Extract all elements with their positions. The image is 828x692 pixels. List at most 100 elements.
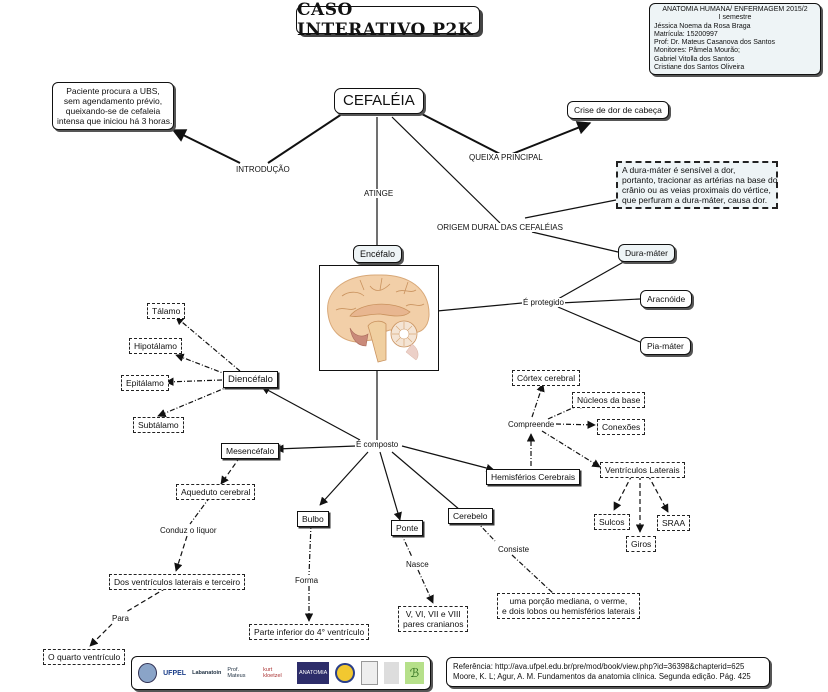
edge-aqueduto-conduz [189, 496, 211, 525]
node-diencefalo[interactable]: Diencéfalo [223, 371, 278, 388]
node-dura-mater[interactable]: Dura-máter [618, 244, 675, 262]
reference-line-1: Referência: http://ava.ufpel.edu.br/pre/… [453, 662, 745, 671]
link-para: Para [111, 614, 130, 623]
edge-brain-protegido [436, 302, 523, 312]
logo-labanatoin: Labanatoin [192, 670, 222, 676]
edge-compr-conexoes [555, 420, 596, 430]
edge-ponte-nasce [400, 532, 413, 558]
brain-image [319, 265, 439, 371]
node-dura-info[interactable]: A dura-máter é sensível a dor, portanto,… [616, 161, 778, 209]
node-conexoes[interactable]: Conexões [597, 419, 646, 435]
edge-cef-origem [391, 116, 501, 224]
node-cortex[interactable]: Córtex cerebral [512, 370, 581, 386]
node-porcao[interactable]: uma porção mediana, o verme, e dois lobo… [497, 593, 640, 619]
edge-vent-sulcos [613, 474, 633, 511]
paciente-line: sem agendamento prévio, [63, 96, 163, 106]
link-compreende: Compreende [507, 420, 556, 429]
edge-dienc-talamo [175, 316, 241, 372]
node-epitalamo[interactable]: Epitálamo [121, 375, 169, 391]
logo-educacao [360, 661, 378, 685]
node-quarto-ventriculo[interactable]: O quarto ventrículo [43, 649, 126, 665]
edge-cef-introducao [267, 111, 346, 164]
node-sulcos[interactable]: Sulcos [594, 514, 630, 530]
logo-ufpel: UFPEL [163, 669, 187, 677]
pares-line: V, VI, VII e VIII [405, 609, 461, 619]
dura-info-line: A dura-máter é sensível a dor, [622, 165, 736, 175]
node-aracnoide[interactable]: Aracnóide [640, 290, 693, 308]
logo-biologia: ℬ [404, 662, 424, 684]
info-line: Gabriel Vitolla dos Santos [654, 55, 735, 63]
node-dos-ventriculos[interactable]: Dos ventrículos laterais e terceiro [109, 574, 246, 590]
edge-compr-ventriculos [541, 430, 601, 468]
node-talamo[interactable]: Tálamo [147, 303, 186, 319]
edge-composto-mesencefalo [275, 444, 357, 453]
logo-prof-mateus: Prof. Mateus [227, 667, 246, 679]
edge-origem-durainfo [524, 199, 617, 219]
node-cerebelo[interactable]: Cerebelo [448, 508, 493, 524]
edge-bulbo-forma [308, 523, 312, 576]
node-sraa[interactable]: SRAA [657, 515, 691, 531]
link-composto: É composto [355, 440, 400, 449]
edge-consiste-porcao [511, 554, 556, 596]
node-pia-mater[interactable]: Pia-máter [640, 337, 691, 355]
link-atinge: ATINGE [363, 189, 395, 198]
link-conduz: Conduz o líquor [159, 526, 218, 535]
logo-cped-icon [335, 663, 355, 683]
edge-composto-hemisferios [401, 445, 495, 473]
node-nucleos[interactable]: Núcleos da base [572, 392, 646, 408]
reference-line-2: Moore, K. L; Agur, A. M. Fundamentos da … [453, 672, 751, 681]
edge-composto-diencefalo [261, 386, 361, 441]
edge-dienc-epitalamo [165, 377, 223, 386]
info-line: Matrícula: 15200997 [654, 30, 718, 38]
porcao-line: e dois lobos ou hemisférios laterais [502, 606, 635, 616]
logo-kurt-kloetzel: kurt kloetzel [263, 667, 282, 679]
edge-para-quarto [89, 623, 113, 647]
pares-line: pares cranianos [403, 619, 464, 629]
edge-protegido-pia [557, 306, 641, 343]
link-introducao: INTRODUÇÃO [235, 165, 291, 174]
node-mesencefalo[interactable]: Mesencéfalo [221, 443, 280, 459]
node-ponte[interactable]: Ponte [391, 520, 424, 536]
edge-protegido-aracnoide [559, 298, 641, 304]
edge-cerebelo-consiste [475, 520, 496, 542]
info-line: Monitores: Pâmela Mourão; [654, 47, 740, 55]
info-line: Cristiane dos Santos Oliveira [654, 64, 745, 72]
edge-dienc-hipotalamo [175, 353, 229, 376]
link-origem: ORIGEM DURAL DAS CEFALÉIAS [436, 223, 564, 232]
node-pares[interactable]: V, VI, VII e VIII pares cranianos [398, 606, 469, 632]
logo-anatomia: ANATOMIA [297, 662, 330, 684]
institution-logos: UFPEL Labanatoin Prof. Mateus kurt kloet… [131, 656, 431, 690]
edge-origem-duramater [531, 231, 619, 253]
node-ventriculos-laterais[interactable]: Ventrículos Laterais [600, 462, 685, 478]
porcao-line: uma porção mediana, o verme, [509, 596, 628, 606]
node-paciente[interactable]: Paciente procura a UBS, sem agendamento … [52, 82, 174, 130]
paciente-line: queixando-se de cefaleia [65, 106, 161, 116]
edge-composto-bulbo [319, 451, 369, 506]
edge-queixa-crise [511, 121, 592, 155]
edge-composto-cerebelo [391, 451, 461, 511]
info-line: Prof: Dr. Mateus Casanova dos Santos [654, 39, 776, 47]
node-aqueduto[interactable]: Aqueduto cerebral [176, 484, 256, 500]
link-consiste: Consiste [497, 545, 531, 554]
node-hipotalamo[interactable]: Hipotálamo [129, 338, 182, 354]
paciente-line: Paciente procura a UBS, [66, 86, 160, 96]
node-hemisferios[interactable]: Hemisférios Cerebrais [486, 469, 581, 485]
node-crise[interactable]: Crise de dor de cabeça [567, 101, 669, 119]
node-subtalamo[interactable]: Subtálamo [133, 417, 184, 433]
brain-illustration-icon [327, 274, 430, 363]
node-bulbo[interactable]: Bulbo [297, 511, 329, 527]
link-queixa: QUEIXA PRINCIPAL [468, 153, 544, 162]
edge-dienc-subtalamo [157, 385, 231, 417]
node-encefalo[interactable]: Encéfalo [353, 245, 403, 263]
node-parte-inferior[interactable]: Parte inferior do 4° ventrículo [249, 624, 370, 640]
node-giros[interactable]: Giros [626, 536, 657, 552]
paciente-line: intensa que iniciou há 3 horas. [57, 116, 173, 126]
info-line: ANATOMIA HUMANA/ ENFERMAGEM 2015/2 [662, 6, 808, 13]
node-cefaleia[interactable]: CEFALÉIA [334, 88, 424, 114]
dura-info-line: que perfuram a dura-máter, causa dor. [622, 195, 768, 205]
edge-mesenc-aqueduto [220, 456, 241, 485]
link-protegido: É protegido [522, 298, 565, 307]
reference-box: Referência: http://ava.ufpel.edu.br/pre/… [446, 657, 770, 687]
edge-composto-ponte [379, 451, 402, 521]
edge-conduz-dos [174, 535, 188, 572]
